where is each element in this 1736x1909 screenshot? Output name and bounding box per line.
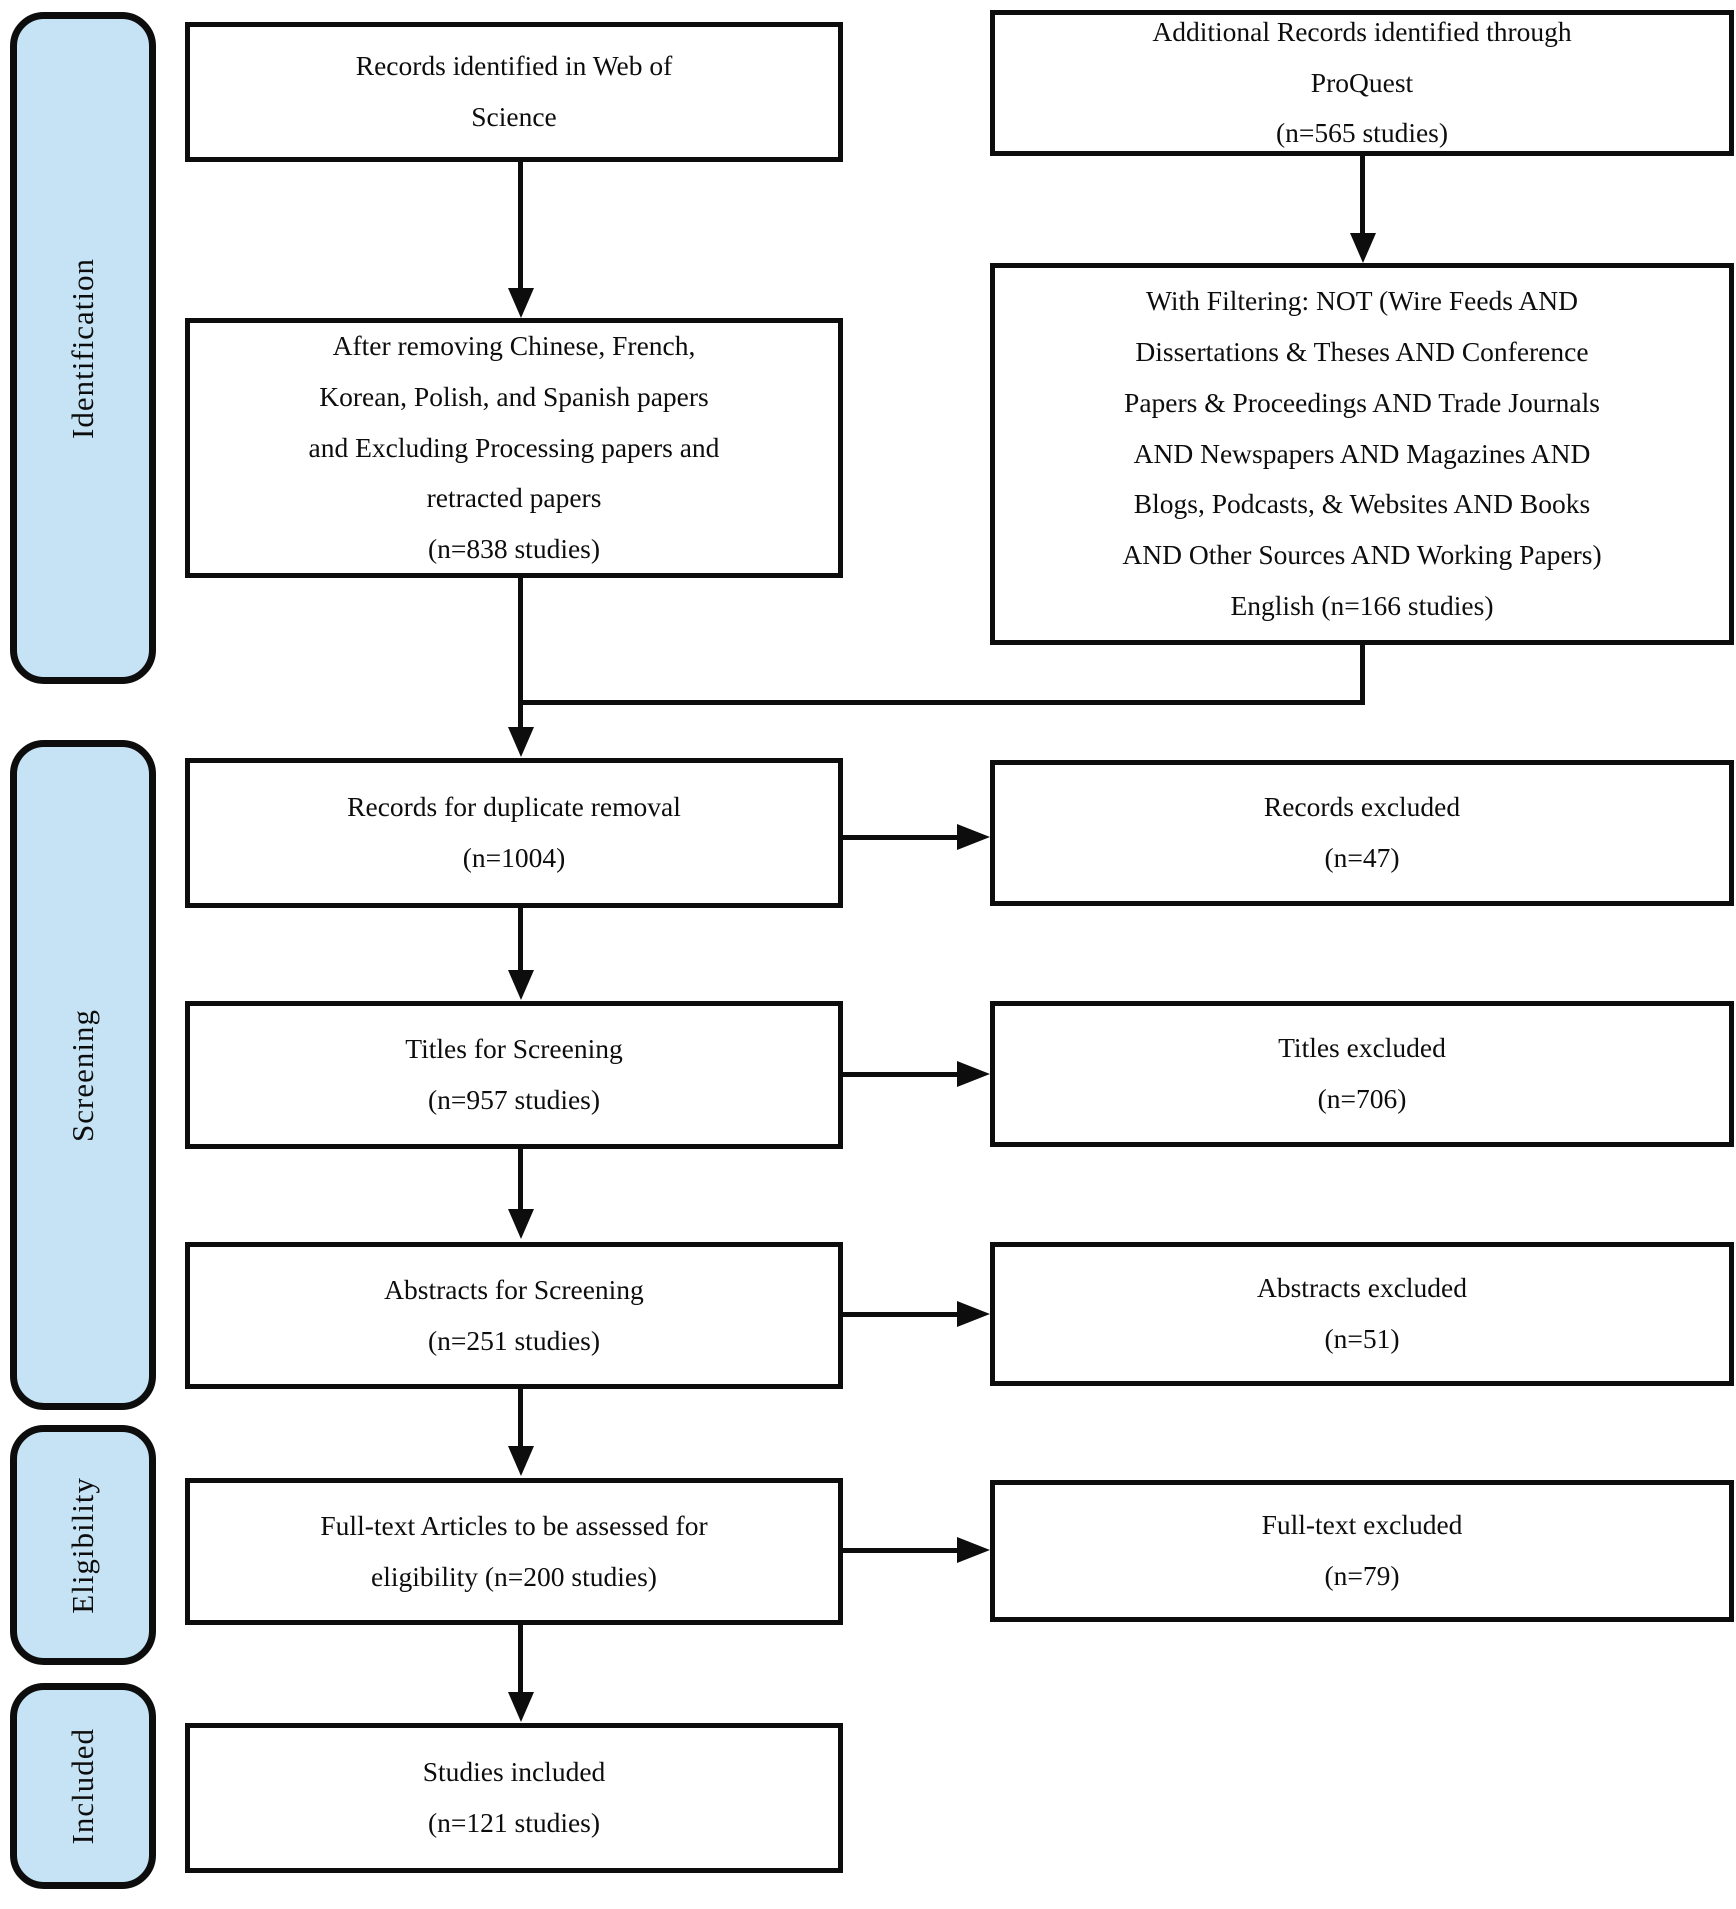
arrow-abstracts-to-excluded-shaft	[843, 1312, 959, 1317]
stage-label-screening: Screening	[65, 1008, 100, 1142]
arrow-fulltext-to-excluded-shaft	[843, 1548, 959, 1553]
arrow-duplicate-to-excluded-head	[957, 824, 990, 850]
box-abstracts-for-screening: Abstracts for Screening (n=251 studies)	[185, 1242, 843, 1389]
stage-label-identification: Identification	[65, 257, 100, 439]
arrow-titles-to-excluded-shaft	[843, 1072, 959, 1077]
stage-band-identification: Identification	[10, 12, 156, 684]
box-titles-for-screening: Titles for Screening (n=957 studies)	[185, 1001, 843, 1149]
arrow-proquest-to-filtering-head	[1350, 233, 1376, 263]
arrow-abstracts-to-fulltext-head	[508, 1446, 534, 1476]
arrow-abstracts-to-fulltext-shaft	[518, 1387, 523, 1448]
arrow-titles-to-abstracts-head	[508, 1209, 534, 1239]
stage-band-eligibility: Eligibility	[10, 1425, 156, 1665]
box-additional-records-proquest: Additional Records identified through Pr…	[990, 10, 1734, 156]
arrow-duplicate-to-titles-head	[508, 970, 534, 1000]
arrow-abstracts-to-excluded-head	[957, 1301, 990, 1327]
stage-band-screening: Screening	[10, 740, 156, 1410]
arrow-wos-to-removing-head	[508, 288, 534, 318]
arrow-wos-to-removing-shaft	[518, 162, 523, 290]
box-with-filtering: With Filtering: NOT (Wire Feeds AND Diss…	[990, 263, 1734, 645]
box-duplicate-removal: Records for duplicate removal (n=1004)	[185, 758, 843, 908]
arrow-fulltext-to-excluded-head	[957, 1537, 990, 1563]
arrow-merge-to-duplicate-shaft	[518, 577, 523, 727]
box-abstracts-excluded: Abstracts excluded (n=51)	[990, 1242, 1734, 1386]
connector-filtering-down-line	[1360, 643, 1365, 705]
box-after-removing-languages: After removing Chinese, French, Korean, …	[185, 318, 843, 578]
stage-label-included: Included	[65, 1727, 100, 1845]
box-fulltext-eligibility: Full-text Articles to be assessed for el…	[185, 1478, 843, 1625]
box-records-web-of-science: Records identified in Web of Science	[185, 22, 843, 162]
arrow-titles-to-excluded-head	[957, 1061, 990, 1087]
box-fulltext-excluded: Full-text excluded (n=79)	[990, 1480, 1734, 1622]
box-studies-included: Studies included (n=121 studies)	[185, 1723, 843, 1873]
arrow-fulltext-to-included-head	[508, 1692, 534, 1722]
arrow-merge-to-duplicate-head	[508, 727, 534, 757]
box-titles-excluded: Titles excluded (n=706)	[990, 1001, 1734, 1147]
stage-label-eligibility: Eligibility	[65, 1476, 100, 1614]
arrow-fulltext-to-included-shaft	[518, 1623, 523, 1693]
arrow-titles-to-abstracts-shaft	[518, 1147, 523, 1211]
box-records-excluded: Records excluded (n=47)	[990, 760, 1734, 906]
arrow-duplicate-to-excluded-shaft	[843, 835, 959, 840]
arrow-duplicate-to-titles-shaft	[518, 906, 523, 972]
arrow-proquest-to-filtering-shaft	[1360, 156, 1365, 234]
stage-band-included: Included	[10, 1683, 156, 1889]
connector-merge-horizontal-line	[518, 700, 1365, 705]
